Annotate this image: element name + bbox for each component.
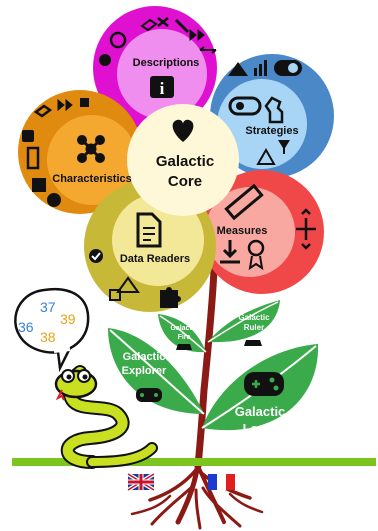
leaf-label-fire-1: Galactic xyxy=(170,325,197,332)
descriptions-icons: i xyxy=(99,17,217,98)
speech-bubble xyxy=(14,287,90,373)
download-icon xyxy=(220,240,240,264)
petal-descriptions-inner xyxy=(117,29,207,119)
petal-characteristics-inner xyxy=(47,115,137,205)
ff-icon xyxy=(189,28,205,42)
leaf-label-laser-1: Galactic xyxy=(235,404,286,419)
ruler-icon xyxy=(224,183,264,221)
road-icon xyxy=(228,62,248,76)
yin-yang-icon xyxy=(99,54,111,66)
snake-mascot xyxy=(54,365,158,469)
toggle-icon xyxy=(228,96,262,116)
calculator-icon xyxy=(32,178,46,192)
data-readers-icons xyxy=(89,212,181,308)
measures-icons xyxy=(220,183,316,271)
leaf-label-fire-2: Fire xyxy=(178,334,191,341)
link-icon xyxy=(140,18,158,32)
info-icon xyxy=(150,76,174,98)
ground-line xyxy=(12,458,376,466)
petal-label-strategies: Strategies xyxy=(245,125,298,137)
gamepad-icon-explorer xyxy=(136,388,162,402)
cube-icon xyxy=(80,98,89,107)
core-label-line2: Core xyxy=(168,173,202,190)
bars-icon xyxy=(254,68,257,76)
arrows-lr-icon xyxy=(199,46,217,54)
leaf-label-explorer-2: Explorer xyxy=(122,365,167,377)
gamepad-icon-laser xyxy=(244,372,284,396)
alphabet-icon xyxy=(22,130,34,142)
document-icon xyxy=(136,212,162,248)
network-icon xyxy=(77,135,105,163)
fr-flag-icon[interactable] xyxy=(208,474,235,490)
roots xyxy=(130,459,264,530)
core-circle[interactable] xyxy=(127,104,239,216)
svg-text:i: i xyxy=(160,79,165,98)
heart-icon xyxy=(172,119,194,142)
strategies-icons xyxy=(228,60,302,165)
speech-number-4: 38 xyxy=(40,329,56,345)
wand-icon xyxy=(174,18,190,34)
tree-icon xyxy=(26,146,40,170)
characteristics-icons xyxy=(22,98,105,207)
shapes-icon xyxy=(109,276,140,301)
cog-icon xyxy=(109,31,127,49)
leaf-label-explorer-1: Galactic xyxy=(123,351,166,363)
speech-number-2: 39 xyxy=(60,311,76,327)
petal-label-descriptions: Descriptions xyxy=(133,57,200,69)
leaf-galactic-explorer xyxy=(108,328,205,415)
speech-number-3: 36 xyxy=(18,319,34,335)
core-label-line1: Galactic xyxy=(156,153,214,170)
link-icon-2 xyxy=(33,104,53,118)
leaf-galactic-ruler xyxy=(207,300,280,343)
gamepad-icon-ruler xyxy=(244,340,262,346)
petal-label-data-readers: Data Readers xyxy=(120,253,190,265)
petal-label-characteristics: Characteristics xyxy=(52,173,132,185)
puzzle-icon xyxy=(160,287,181,308)
recycle-icon xyxy=(256,147,276,165)
leaf-galactic-fire xyxy=(158,314,207,353)
shuffle-icon xyxy=(157,17,169,27)
check-icon xyxy=(47,193,61,207)
move-icon xyxy=(296,208,316,250)
check-icon-2 xyxy=(89,249,103,263)
knight-icon xyxy=(264,96,284,124)
award-icon xyxy=(247,239,265,257)
ff-icon-2 xyxy=(57,98,73,112)
stem xyxy=(194,266,218,470)
petal-label-measures: Measures xyxy=(217,225,268,237)
leaf-label-ruler-2: Ruler xyxy=(244,323,264,332)
leaf-label-laser-2: Laser xyxy=(243,421,278,436)
leaf-label-ruler-1: Galactic xyxy=(238,313,270,322)
uk-flag-icon[interactable] xyxy=(126,472,156,492)
speech-number-1: 37 xyxy=(40,299,56,315)
petal-data-readers-inner xyxy=(112,194,204,286)
gamepad-icon-fire xyxy=(176,344,192,350)
funnel-icon xyxy=(278,140,290,154)
